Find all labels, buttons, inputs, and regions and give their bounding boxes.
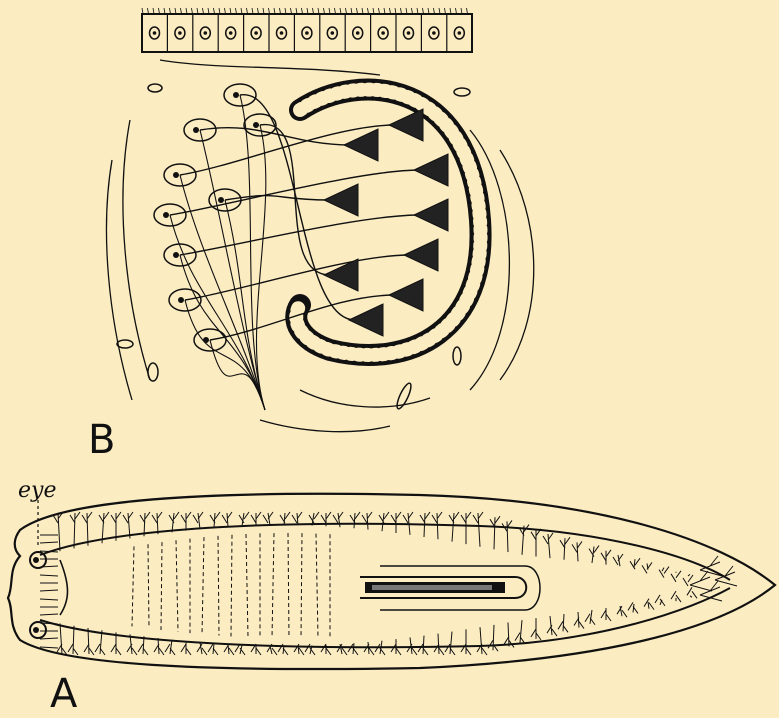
photoreceptor-fan bbox=[414, 154, 448, 186]
eye-spots bbox=[30, 500, 46, 638]
panel-b-illustration bbox=[106, 8, 533, 432]
panel-a-illustration bbox=[8, 494, 775, 669]
nerve-cord-upper bbox=[40, 524, 730, 580]
panel-letter-a: A bbox=[50, 674, 77, 714]
photoreceptor-fan bbox=[404, 239, 438, 271]
photoreceptor-fan bbox=[389, 279, 423, 311]
epithelium-strip bbox=[142, 8, 472, 52]
panel-letter-b: B bbox=[88, 420, 115, 460]
photoreceptor-fan bbox=[344, 129, 378, 161]
pharynx bbox=[360, 566, 540, 610]
photoreceptor-fan bbox=[349, 304, 383, 336]
photoreceptor-fan bbox=[414, 199, 448, 231]
eye-label: eye bbox=[18, 480, 56, 502]
worm-body-outline bbox=[8, 494, 775, 669]
photoreceptor-fan bbox=[324, 184, 358, 216]
photoreceptor-fan bbox=[389, 109, 423, 141]
pigment-cup bbox=[296, 90, 480, 355]
